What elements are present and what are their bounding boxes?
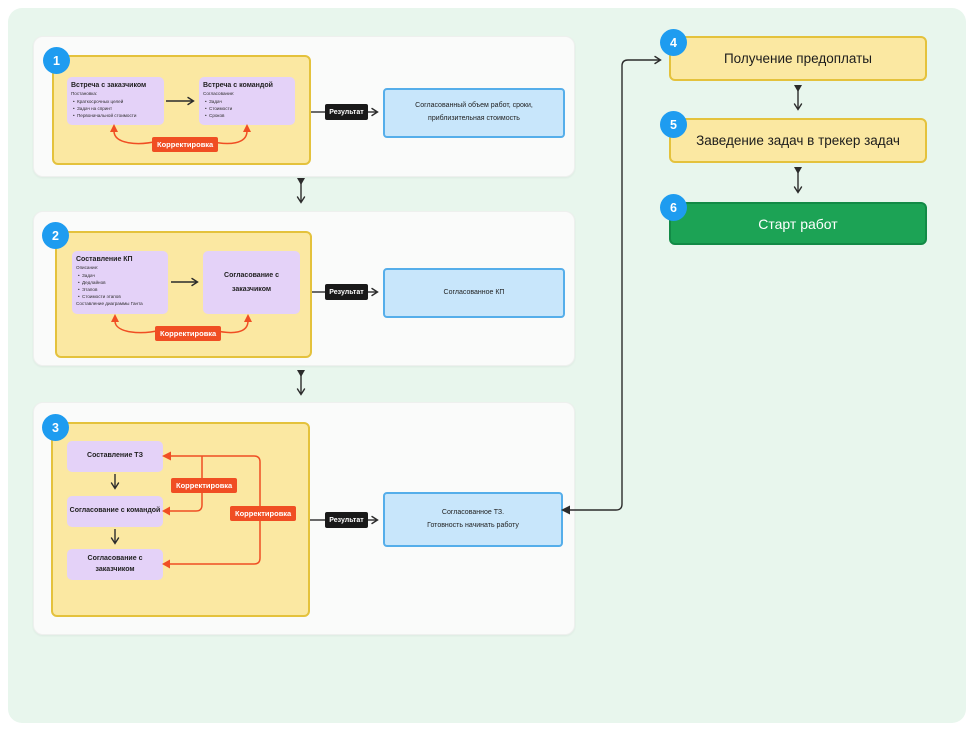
final-step-start-work[interactable]: Старт работ: [669, 202, 927, 245]
bullet-item: Сроков: [203, 112, 291, 119]
step-bullets: Краткосрочных целей Задач на спринт Перв…: [71, 98, 160, 119]
stage-number-text: 6: [670, 200, 677, 215]
bullet-item: Задач: [76, 272, 164, 279]
stage-number-text: 5: [670, 117, 677, 132]
bullet-item: Стоимости: [203, 105, 291, 112]
stage-number-5[interactable]: 5: [660, 111, 687, 138]
step-box-team-meeting[interactable]: Встреча с командой Согласование: Задач С…: [199, 77, 295, 125]
correction-badge-3[interactable]: Корректировка: [171, 478, 238, 493]
result-text-line: приблизительная стоимость: [428, 115, 520, 122]
stage-number-text: 2: [52, 228, 59, 243]
correction-badge-1[interactable]: Корректировка: [152, 137, 219, 152]
result-connector-label-1[interactable]: Результат: [325, 104, 368, 120]
step-bullets: Задач Стоимости Сроков: [203, 98, 291, 119]
step-title: Согласование с командой: [69, 507, 161, 515]
step-footer: Составление диаграммы Ганта: [76, 301, 143, 307]
result-text-line: Согласованный объем работ, сроки,: [415, 102, 533, 110]
stage-number-text: 4: [670, 35, 677, 50]
result-box-1[interactable]: Согласованный объем работ, сроки, прибли…: [383, 88, 565, 138]
step-box-spec[interactable]: Составление ТЗ: [67, 441, 163, 472]
correction-badge-2[interactable]: Корректировка: [155, 326, 222, 341]
bullet-item: Краткосрочных целей: [71, 98, 160, 105]
bullet-item: Этапов: [76, 286, 164, 293]
result-box-2[interactable]: Согласованное КП: [383, 268, 565, 318]
stage-number-4[interactable]: 4: [660, 29, 687, 56]
step-bullets: Задач Дедлайнов Этапов Стоимости этапов: [76, 272, 164, 301]
final-step-tracker[interactable]: Заведение задач в трекер задач: [669, 118, 927, 163]
result-label-text: Результат: [329, 516, 364, 524]
result-label-text: Результат: [329, 288, 364, 296]
final-step-prepayment[interactable]: Получение предоплаты: [669, 36, 927, 81]
stage-number-text: 1: [53, 53, 60, 68]
final-step-label: Старт работ: [758, 215, 838, 232]
step-box-team-approval[interactable]: Согласование с командой: [67, 496, 163, 527]
step-box-client-approval[interactable]: Согласование с заказчиком: [203, 251, 300, 314]
step-subtitle: Описание:: [76, 265, 99, 271]
final-step-label: Заведение задач в трекер задач: [696, 133, 900, 148]
bullet-item: Дедлайнов: [76, 279, 164, 286]
correction-label-text: Корректировка: [157, 140, 214, 149]
step-title: Согласование с заказчиком: [87, 555, 143, 573]
correction-label-text: Корректировка: [160, 329, 217, 338]
result-text-line: Готовность начинать работу: [427, 521, 519, 529]
step-title: Составление КП: [76, 256, 133, 263]
step-box-proposal[interactable]: Составление КП Описание: Задач Дедлайнов…: [72, 251, 168, 314]
result-connector-label-3[interactable]: Результат: [325, 512, 368, 528]
stage-number-2[interactable]: 2: [42, 222, 69, 249]
bullet-item: Задач: [203, 98, 291, 105]
step-title: Согласование с заказчиком: [224, 271, 279, 293]
result-connector-label-2[interactable]: Результат: [325, 284, 368, 300]
step-subtitle: Постановка:: [71, 91, 98, 97]
bullet-item: Стоимости этапов: [76, 293, 164, 300]
step-title: Составление ТЗ: [87, 452, 143, 460]
step-box-client-meeting[interactable]: Встреча с заказчиком Постановка: Краткос…: [67, 77, 164, 125]
correction-label-text: Корректировка: [176, 481, 233, 490]
result-text-line: Согласованное ТЗ.: [441, 508, 505, 516]
correction-label-text: Корректировка: [235, 509, 292, 518]
step-box-client-approval-2[interactable]: Согласование с заказчиком: [67, 549, 163, 580]
step-title: Встреча с заказчиком: [71, 82, 147, 89]
stage-number-3[interactable]: 3: [42, 414, 69, 441]
stage-number-1[interactable]: 1: [43, 47, 70, 74]
bullet-item: Первоначальной стоимости: [71, 112, 160, 119]
correction-badge-4[interactable]: Корректировка: [230, 506, 297, 521]
stage-number-6[interactable]: 6: [660, 194, 687, 221]
step-title: Встреча с командой: [203, 82, 273, 89]
result-label-text: Результат: [329, 108, 364, 116]
step-subtitle: Согласование:: [203, 91, 235, 97]
final-step-label: Получение предоплаты: [723, 51, 873, 66]
bullet-item: Задач на спринт: [71, 105, 160, 112]
result-text-line: Согласованное КП: [443, 288, 505, 296]
result-box-3[interactable]: Согласованное ТЗ. Готовность начинать ра…: [383, 492, 563, 547]
stage-number-text: 3: [52, 420, 59, 435]
